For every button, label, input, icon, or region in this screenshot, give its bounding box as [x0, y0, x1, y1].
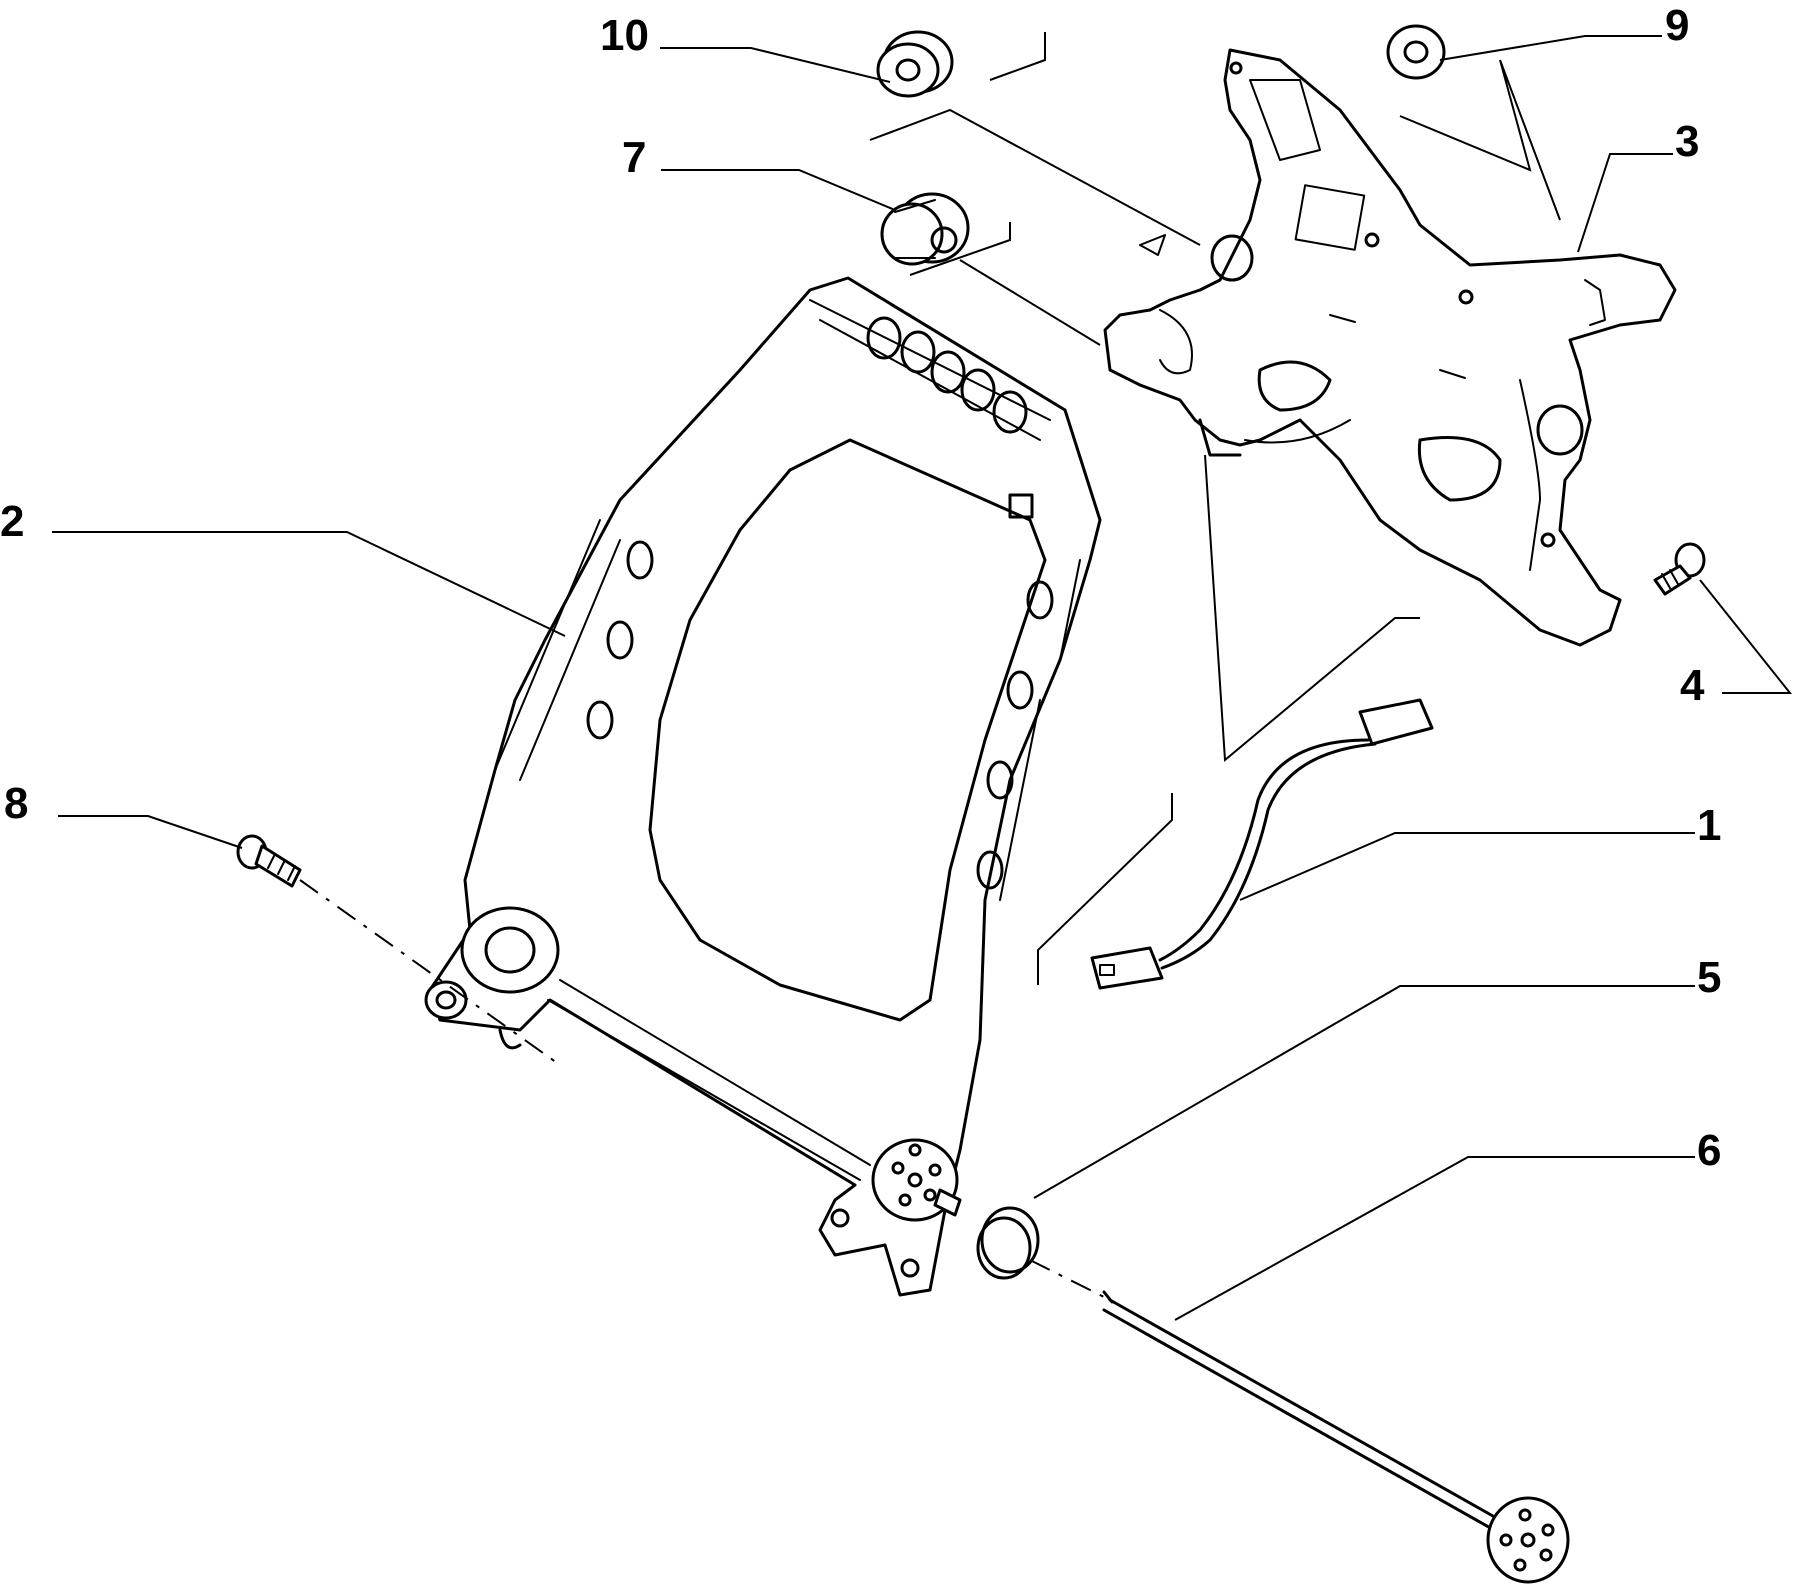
callout-4: 4 [1680, 661, 1705, 710]
callout-1: 1 [1697, 801, 1721, 850]
callout-labels: 1 2 3 4 5 6 7 8 9 10 [0, 1, 1721, 1175]
callout-7: 7 [622, 133, 646, 182]
callout-9: 9 [1665, 1, 1689, 50]
part-bolt-8 [236, 834, 302, 888]
part-washer-9 [1386, 24, 1446, 80]
part-spacer-10 [876, 30, 954, 98]
part-bracket-plate [1103, 48, 1677, 647]
callout-5: 5 [1697, 953, 1721, 1002]
callout-6: 6 [1697, 1126, 1721, 1175]
assembly-lines [299, 32, 1561, 1301]
callout-leaders [52, 35, 1793, 1321]
callout-3: 3 [1675, 117, 1699, 166]
part-circlip-5 [976, 1206, 1040, 1280]
part-seat-back-frame [424, 276, 1102, 1297]
part-wiring-harness [1090, 698, 1434, 990]
part-shaft-6 [1102, 1290, 1570, 1584]
callout-2: 2 [0, 497, 24, 546]
callout-8: 8 [4, 779, 28, 828]
part-screw-4 [1653, 542, 1706, 596]
part-bushing-7 [880, 192, 970, 266]
callout-10: 10 [600, 11, 649, 60]
